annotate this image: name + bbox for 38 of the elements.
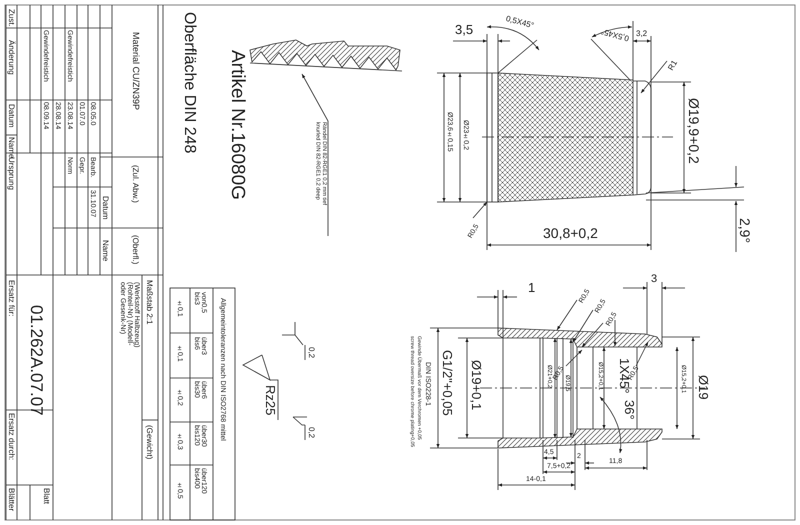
field-label: (Oberfl.): [131, 235, 139, 264]
tolerance-value: 0,2: [307, 427, 315, 438]
scale-text: Maßstab 2:1: [145, 280, 153, 324]
column-header: Name: [101, 240, 109, 262]
dimension-text: 2,9°: [738, 218, 752, 244]
column-header: Datum: [101, 196, 109, 220]
dimension-text: Ø19+0,1: [470, 360, 483, 410]
field-label: Ersatz durch:: [7, 413, 15, 460]
dimension-text: Ø19,9+0,2: [687, 98, 701, 164]
column-header: Änderung: [7, 40, 15, 75]
dimension-text: 0,5X45°: [600, 26, 630, 42]
field-label: Ersatz für:: [7, 280, 15, 316]
tolerance-value: 0,2: [307, 347, 315, 358]
field-label: (Zul. Abw.): [131, 165, 139, 203]
material-text: Material CU/ZN39P: [131, 32, 140, 110]
dimension-text: 36°: [623, 400, 636, 420]
dimension-text: 1: [528, 281, 536, 294]
field-label: Blätter: [7, 488, 15, 512]
column-header: Name: [7, 137, 15, 158]
part-number: Artikel Nr.16080G: [228, 50, 247, 200]
roughness-value: Rz25: [264, 385, 277, 416]
column-header: Zust.: [7, 9, 15, 27]
column-header: Datum: [7, 104, 15, 128]
dimension-text: 30,8+0,2: [543, 226, 598, 240]
field-label: (Gewicht): [145, 425, 153, 460]
dimension-text: 3,5: [455, 23, 474, 36]
surface-spec: Oberfläche DIN 248: [181, 12, 197, 154]
column-header: Ursprung: [7, 157, 15, 190]
knurl-profile-drawing: [250, 40, 402, 72]
dimension-text: 3,2: [636, 30, 648, 38]
drawing-number: 01.262A.07.07: [28, 305, 45, 416]
dimension-text: G1/2"+0,05: [441, 350, 454, 416]
dimension-text: Ø19: [697, 375, 710, 400]
dimension-text: 0,5X45°: [504, 15, 535, 30]
leader-line: [302, 74, 328, 236]
dimension-text: 3: [651, 274, 658, 285]
field-label: Blatt: [42, 488, 50, 504]
dimension-text: R1: [667, 59, 680, 72]
